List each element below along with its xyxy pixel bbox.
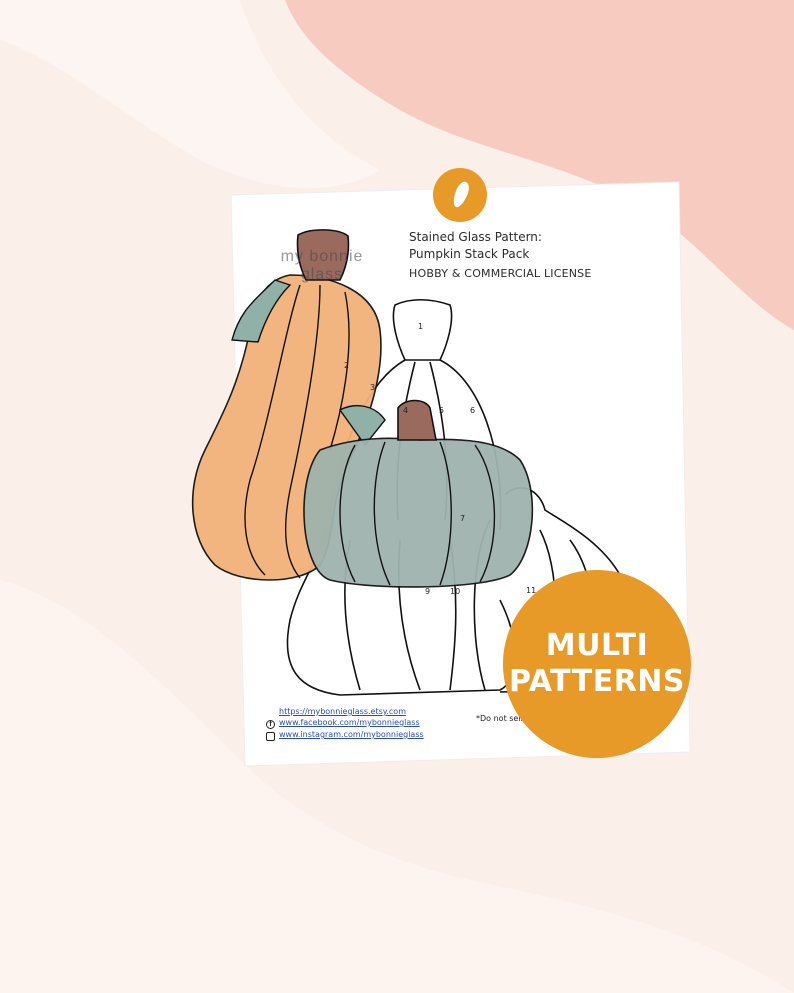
piece-number: 4	[403, 406, 409, 415]
pattern-title-line1: Stained Glass Pattern:	[409, 230, 542, 244]
logo-line1: my bonnie	[280, 248, 364, 265]
squash-stem	[296, 229, 350, 281]
license-label: HOBBY & COMMERCIAL LICENSE	[409, 267, 592, 280]
piece-number: 5	[439, 406, 445, 415]
badge-line2: PATTERNS	[508, 664, 686, 699]
pumpkin-stem	[397, 399, 437, 441]
footer-note: *Do not sell o	[476, 714, 531, 723]
piece-number: 6	[470, 406, 476, 415]
facebook-link[interactable]: www.facebook.com/mybonnieglass	[279, 718, 420, 727]
piece-number: 9	[425, 587, 431, 596]
piece-number: 3	[370, 383, 376, 392]
etsy-link[interactable]: https://mybonnieglass.etsy.com	[279, 707, 406, 716]
badge-line1: MULTI	[545, 628, 649, 663]
facebook-icon: f	[266, 720, 275, 729]
piece-number: 1	[418, 322, 424, 331]
piece-number: 10	[450, 587, 461, 596]
pumpkin-green-colored	[303, 399, 534, 588]
logo-watermark: my bonnie glass	[262, 248, 382, 284]
piece-number: 7	[460, 514, 466, 523]
logo-line2: glass	[300, 266, 344, 283]
pattern-title-line2: Pumpkin Stack Pack	[409, 247, 530, 261]
background-blob	[285, 0, 794, 330]
instagram-link[interactable]: www.instagram.com/mybonnieglass	[279, 730, 424, 739]
background-wave-bottom	[0, 580, 794, 993]
piece-number: 11	[526, 586, 537, 595]
piece-number: 2	[344, 361, 350, 370]
multi-patterns-badge: MULTI PATTERNS	[503, 570, 691, 758]
instagram-icon	[266, 732, 275, 741]
background-wave-top	[0, 0, 380, 189]
